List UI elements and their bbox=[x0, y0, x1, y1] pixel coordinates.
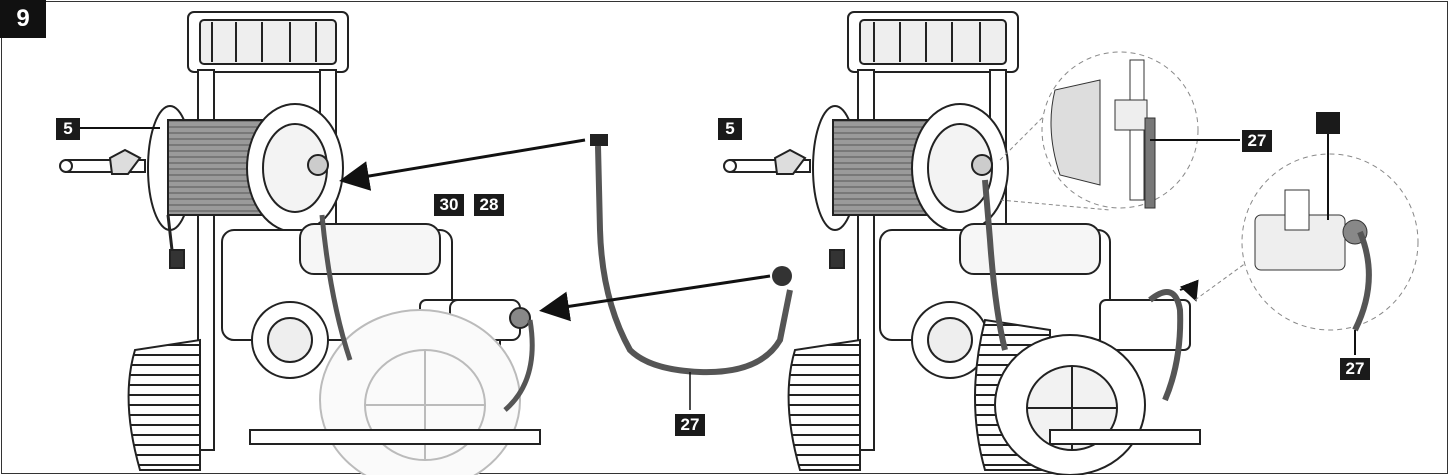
label-part-28: 28 bbox=[474, 194, 504, 216]
label-hose-27: 27 bbox=[675, 414, 705, 436]
label-reel-right: 5 bbox=[718, 118, 742, 140]
zoom-detail-reel bbox=[999, 51, 1240, 211]
label-reel-left: 5 bbox=[56, 118, 80, 140]
assembly-arrows bbox=[80, 127, 771, 322]
right-hose-connected bbox=[982, 179, 1184, 402]
left-pressure-washer bbox=[59, 11, 541, 475]
label-part-30: 30 bbox=[434, 194, 464, 216]
label-hose-27-zoom-bottom: 27 bbox=[1340, 358, 1370, 380]
label-blank bbox=[1316, 112, 1340, 134]
rotation-arrow bbox=[1179, 279, 1199, 302]
figure-number: 9 bbox=[0, 0, 46, 38]
hose-27-detached bbox=[590, 134, 793, 410]
label-hose-27-zoom-top: 27 bbox=[1242, 130, 1272, 152]
right-pressure-washer bbox=[723, 11, 1201, 475]
zoom-detail-pump bbox=[1194, 132, 1419, 355]
